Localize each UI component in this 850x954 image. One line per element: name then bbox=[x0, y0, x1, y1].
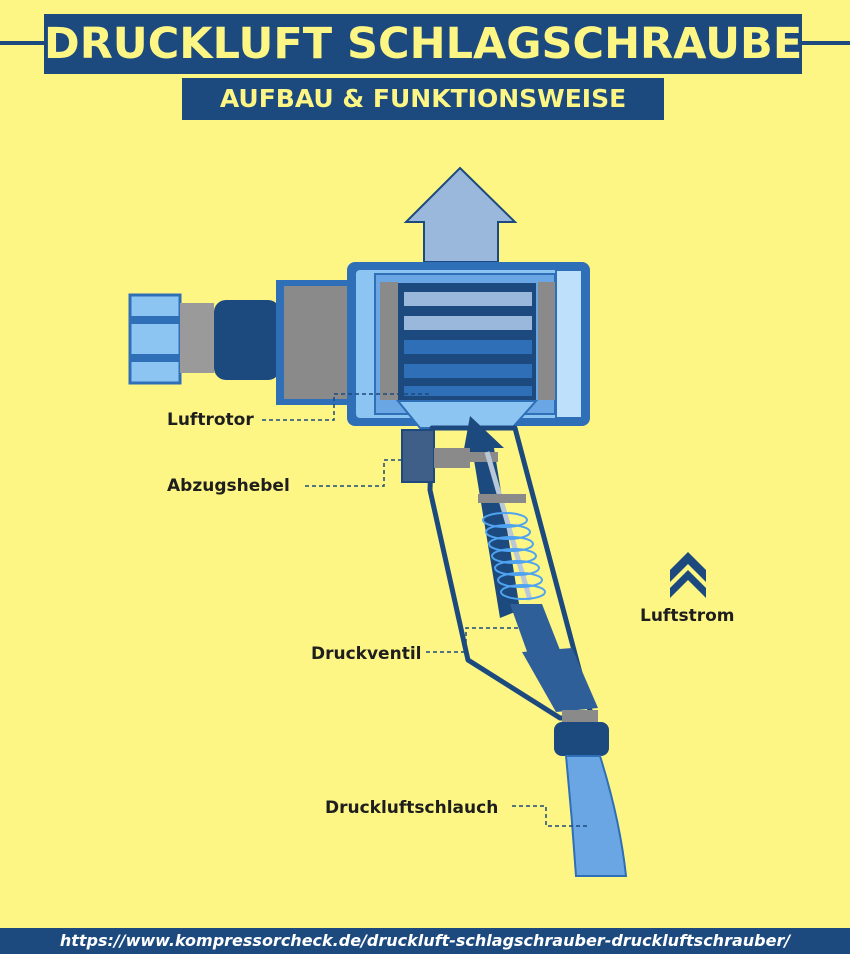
leader-lines bbox=[262, 393, 588, 827]
title-line-right bbox=[802, 41, 850, 45]
pressure-valve bbox=[510, 604, 560, 660]
exhaust-arrow bbox=[403, 166, 518, 263]
label-luftrotor: Luftrotor bbox=[167, 410, 254, 430]
page-title: DRUCKLUFT SCHLAGSCHRAUBER bbox=[44, 14, 802, 74]
label-druckluftschlauch: Druckluftschlauch bbox=[325, 798, 499, 818]
airflow-chevron-icon bbox=[670, 552, 706, 582]
air-rotor bbox=[398, 283, 536, 401]
anvil-neck bbox=[180, 303, 214, 373]
air-hose bbox=[564, 755, 628, 877]
page-subtitle: AUFBAU & FUNKTIONSWEISE bbox=[182, 78, 664, 120]
anvil-collar bbox=[214, 300, 280, 380]
hose-connector bbox=[554, 722, 609, 756]
label-abzugshebel: Abzugshebel bbox=[167, 476, 290, 496]
trigger bbox=[401, 429, 435, 483]
valve-spring bbox=[482, 512, 546, 600]
label-druckventil: Druckventil bbox=[311, 644, 422, 664]
source-url[interactable]: https://www.kompressorcheck.de/druckluft… bbox=[0, 928, 850, 954]
hammer-mechanism bbox=[284, 286, 356, 399]
label-luftstrom: Luftstrom bbox=[640, 606, 735, 626]
title-line-left bbox=[0, 41, 44, 45]
anvil-head bbox=[128, 293, 182, 385]
air-channel-arrow bbox=[462, 416, 520, 618]
